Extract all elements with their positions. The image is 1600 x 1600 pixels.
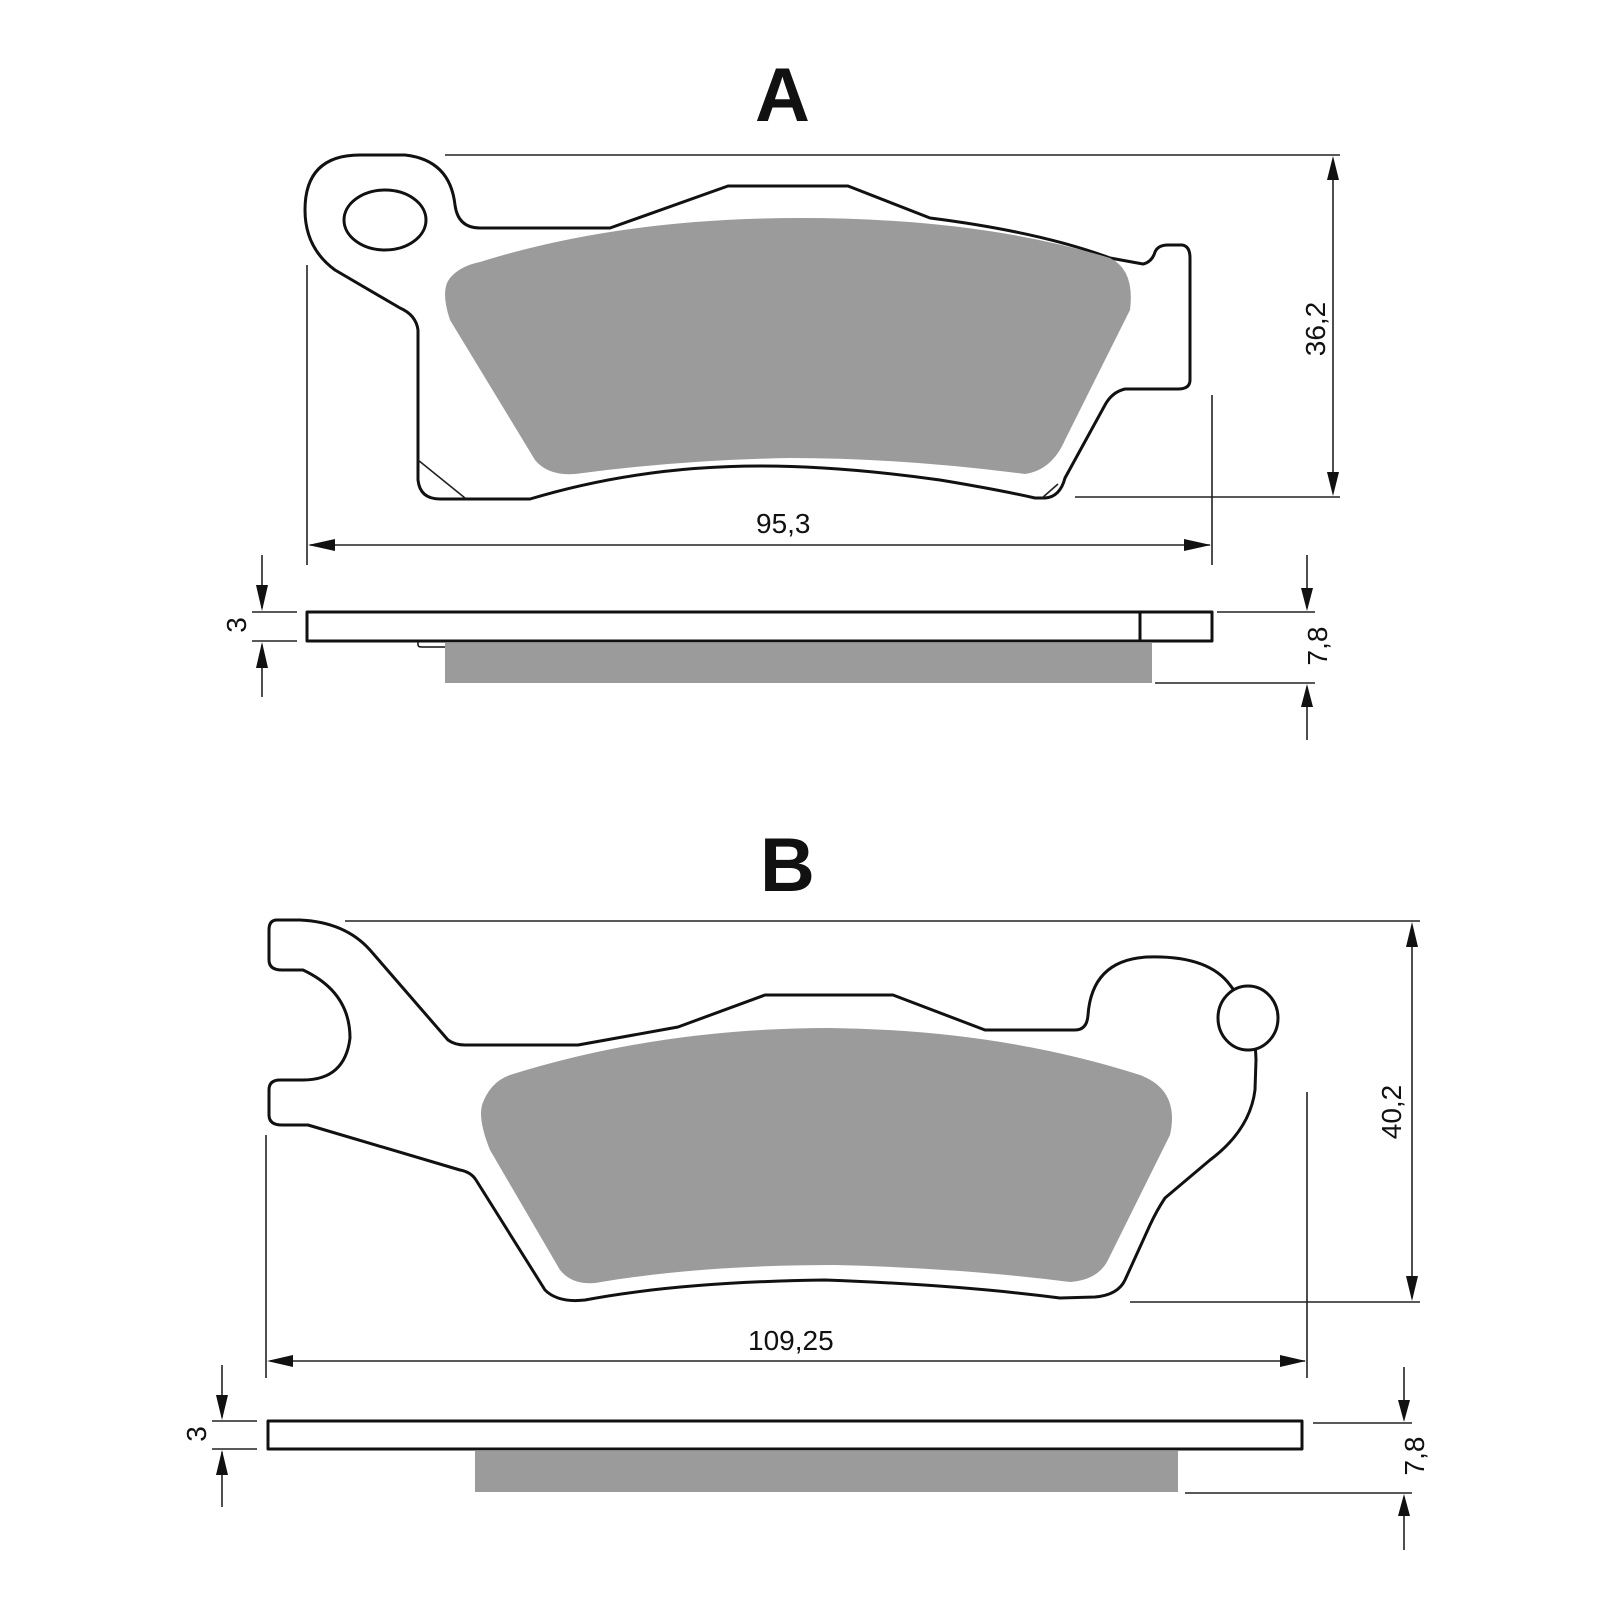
- pad-a-side-view: [252, 555, 1315, 740]
- pad-a-friction-material: [445, 218, 1131, 475]
- pad-a-height-dimension: 36,2: [1300, 301, 1331, 357]
- pad-b-friction-side: [475, 1451, 1178, 1492]
- pad-b-backplate-thickness: 3: [181, 1426, 212, 1442]
- pad-b-front-view: [267, 918, 1280, 1302]
- pad-b-friction-material: [481, 1028, 1172, 1284]
- pad-b-side-view: [212, 1365, 1412, 1550]
- pad-b-backplate-side: [266, 1419, 1304, 1451]
- pad-b-width-dimension: 109,25: [748, 1325, 834, 1356]
- pad-a-friction-side: [445, 643, 1152, 683]
- diagram-b-label: B: [760, 823, 815, 908]
- pad-b-mount-hole: [1216, 984, 1280, 1052]
- pad-b-dimensions: [265, 920, 1420, 1378]
- pad-a-front-view: [303, 153, 1192, 501]
- pad-a-chamfer-right: [1041, 483, 1059, 499]
- pad-b-total-thickness: 7,8: [1399, 1436, 1430, 1476]
- pad-a-total-thickness: 7,8: [1302, 626, 1333, 666]
- pad-a-mount-hole: [342, 188, 428, 252]
- pad-a-backplate-thickness: 3: [221, 617, 252, 633]
- pad-a-chamfer-left: [417, 459, 466, 499]
- pad-a-backplate-side: [305, 610, 1214, 643]
- pad-b-height-dimension: 40,2: [1376, 1084, 1407, 1140]
- pad-a-width-dimension: 95,3: [756, 508, 811, 539]
- pad-a-dimensions: [306, 154, 1340, 565]
- diagram-a-label: A: [755, 53, 810, 138]
